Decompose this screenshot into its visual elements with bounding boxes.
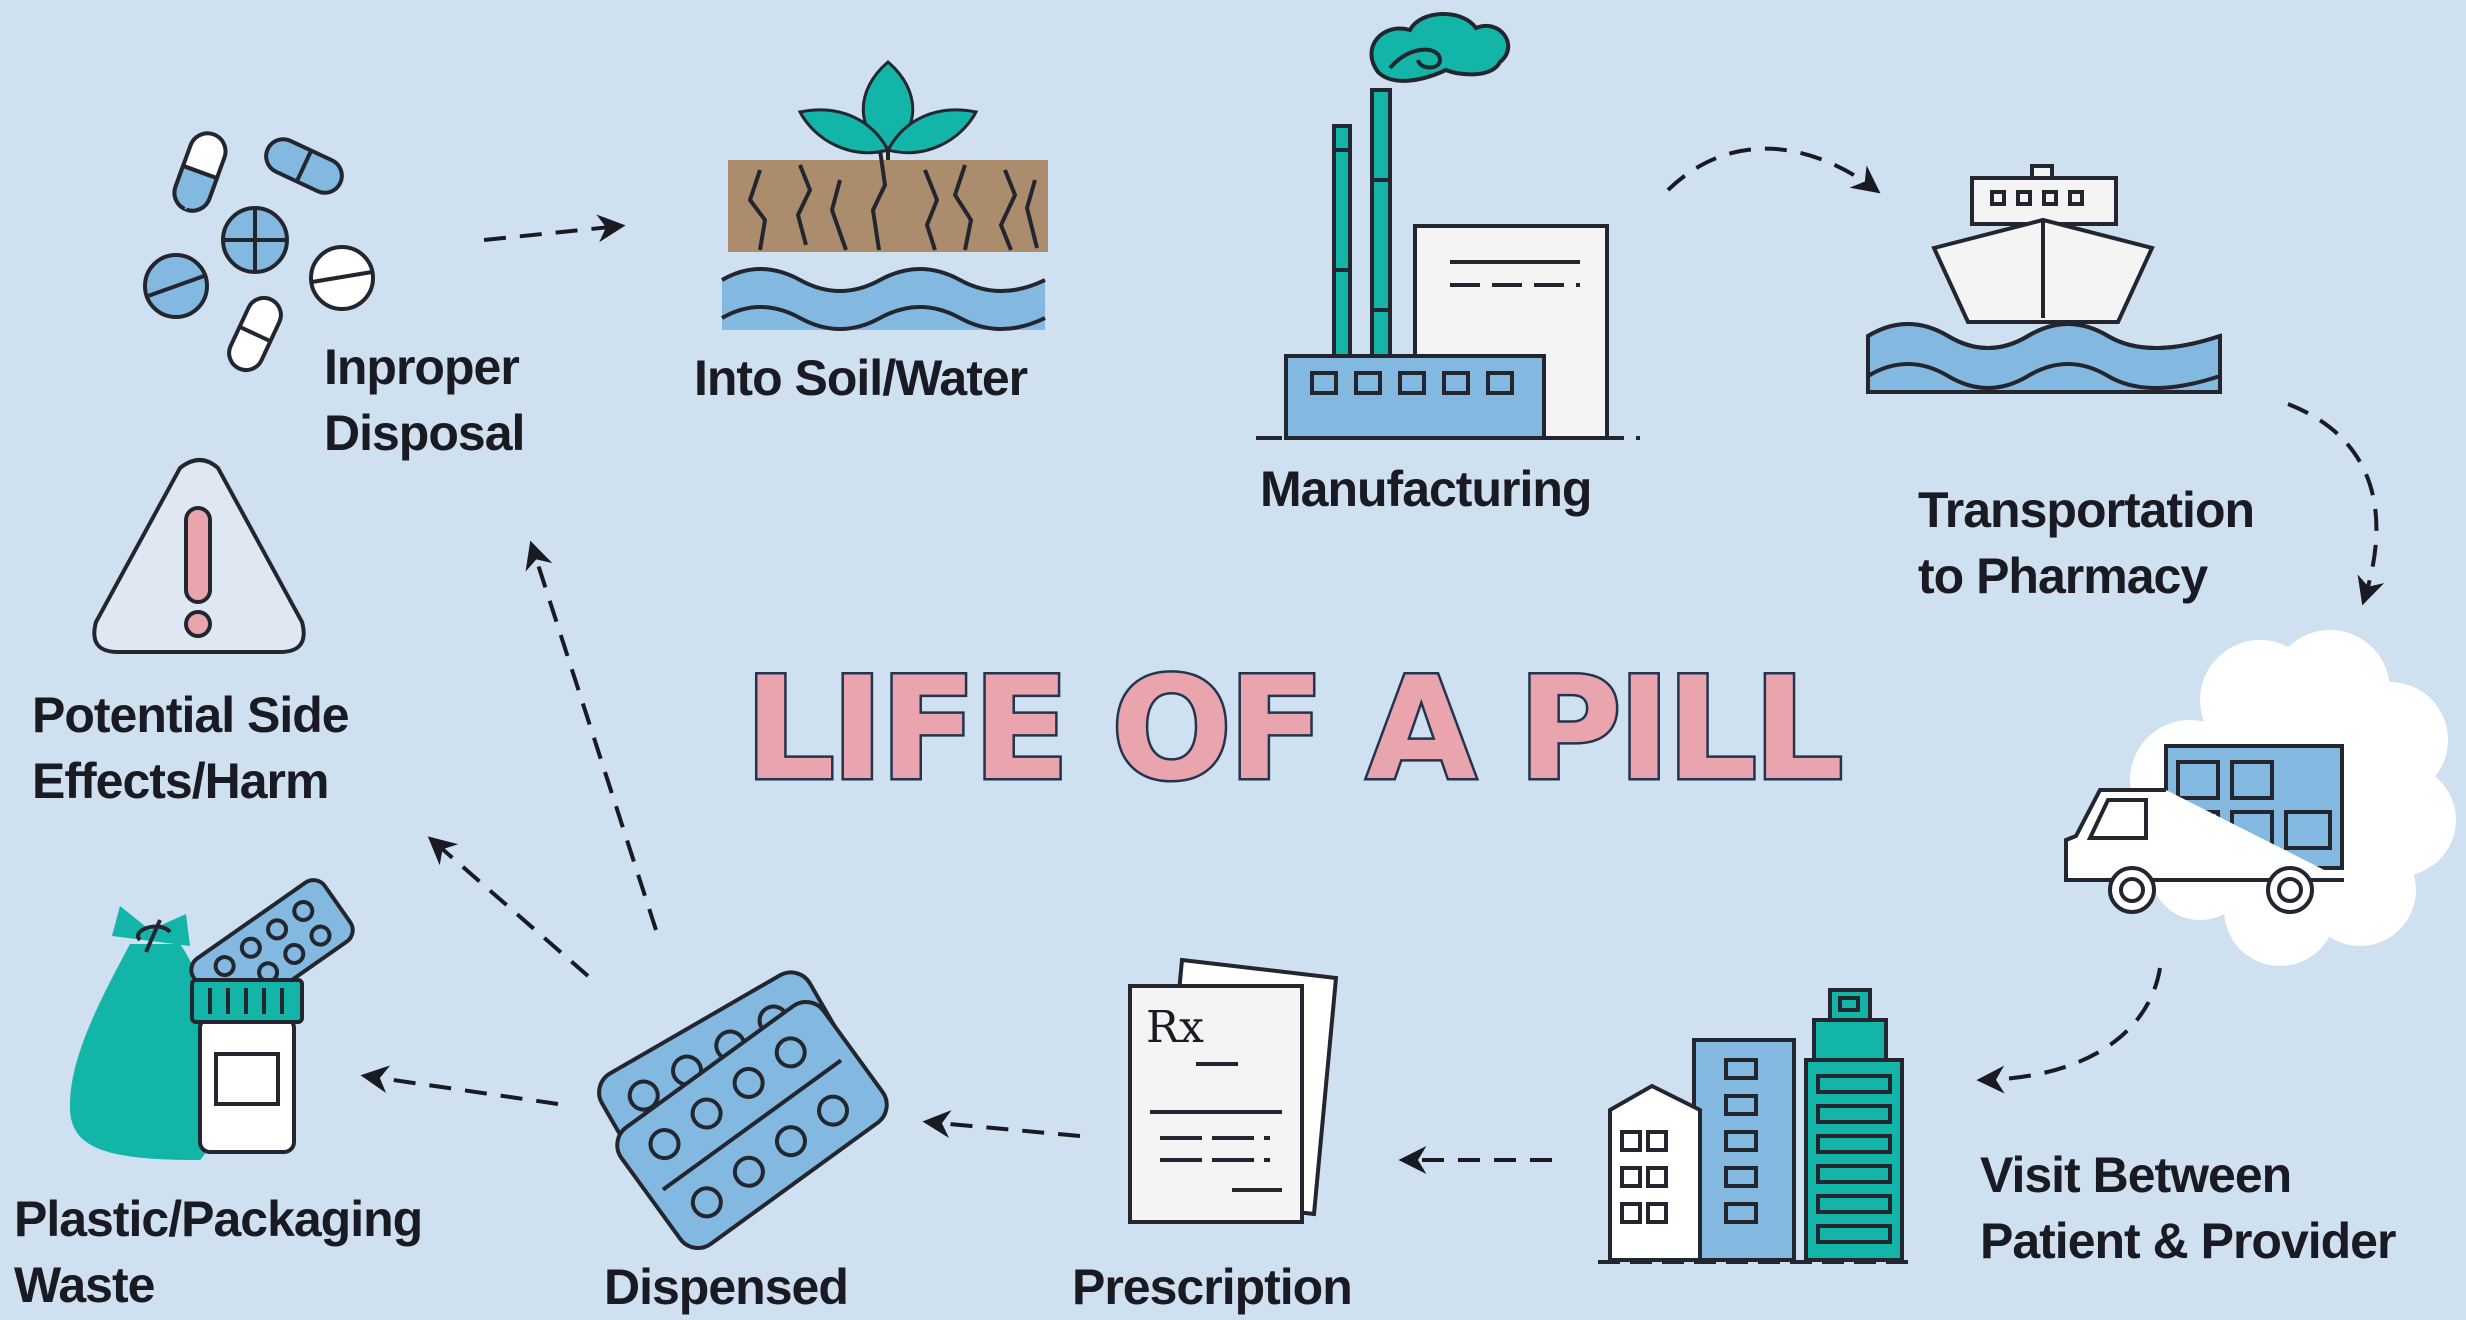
label-plastic-waste-line1: Plastic/Packaging	[14, 1191, 423, 1247]
label-improper-disposal: Inproper Disposal	[324, 334, 525, 466]
label-improper-disposal-line1: Inproper	[324, 339, 520, 395]
label-manufacturing: Manufacturing	[1260, 461, 1592, 517]
rx-symbol: Rx	[1146, 1002, 1204, 1053]
delivery-truck-icon	[2064, 630, 2456, 966]
label-dispensed: Dispensed	[604, 1259, 849, 1315]
arrow-prescription-to-dispensed	[922, 1110, 1081, 1138]
label-plastic-waste-line2: Waste	[14, 1257, 155, 1313]
label-transportation-line2: to Pharmacy	[1918, 548, 2208, 604]
cargo-ship-icon	[1866, 164, 2222, 394]
arrow-disposal-to-soil	[483, 214, 626, 243]
label-visit: Visit Between Patient & Provider	[1980, 1142, 2396, 1274]
arrow-dispensed-to-waste	[360, 1065, 559, 1106]
label-prescription: Prescription	[1072, 1259, 1353, 1315]
label-plastic-waste: Plastic/Packaging Waste	[14, 1186, 423, 1318]
label-side-effects-line2: Effects/Harm	[32, 753, 329, 809]
label-transportation: Transportation to Pharmacy	[1918, 477, 2255, 609]
label-improper-disposal-line2: Disposal	[324, 405, 525, 461]
soil-water-icon	[720, 60, 1048, 331]
prescription-document-icon: Rx	[1128, 957, 1339, 1224]
label-side-effects-line1: Potential Side	[32, 687, 350, 743]
warning-icon	[92, 458, 306, 654]
arrow-transport-to-truck	[2287, 402, 2385, 606]
diagram-title: LIFE OF A PILL	[744, 647, 1840, 812]
arrow-dispensed-to-side-effects	[427, 836, 590, 978]
label-side-effects: Potential Side Effects/Harm	[32, 682, 350, 814]
label-visit-line2: Patient & Provider	[1980, 1213, 2396, 1269]
arrow-manufacturing-to-transport	[1666, 146, 1881, 194]
factory-icon	[1256, 12, 1640, 440]
label-into-soil-water: Into Soil/Water	[694, 350, 1028, 406]
waste-bag-bottle-icon	[69, 878, 355, 1160]
scattered-pills-icon	[143, 131, 375, 373]
blister-packs-icon	[597, 970, 889, 1250]
label-transportation-line1: Transportation	[1918, 482, 2255, 538]
arrow-truck-to-visit	[1976, 967, 2162, 1094]
label-visit-line1: Visit Between	[1980, 1147, 2292, 1203]
flow-arrows	[360, 146, 2385, 1174]
city-buildings-icon	[1598, 988, 1916, 1264]
arrow-dispensed-to-disposal	[525, 540, 658, 931]
